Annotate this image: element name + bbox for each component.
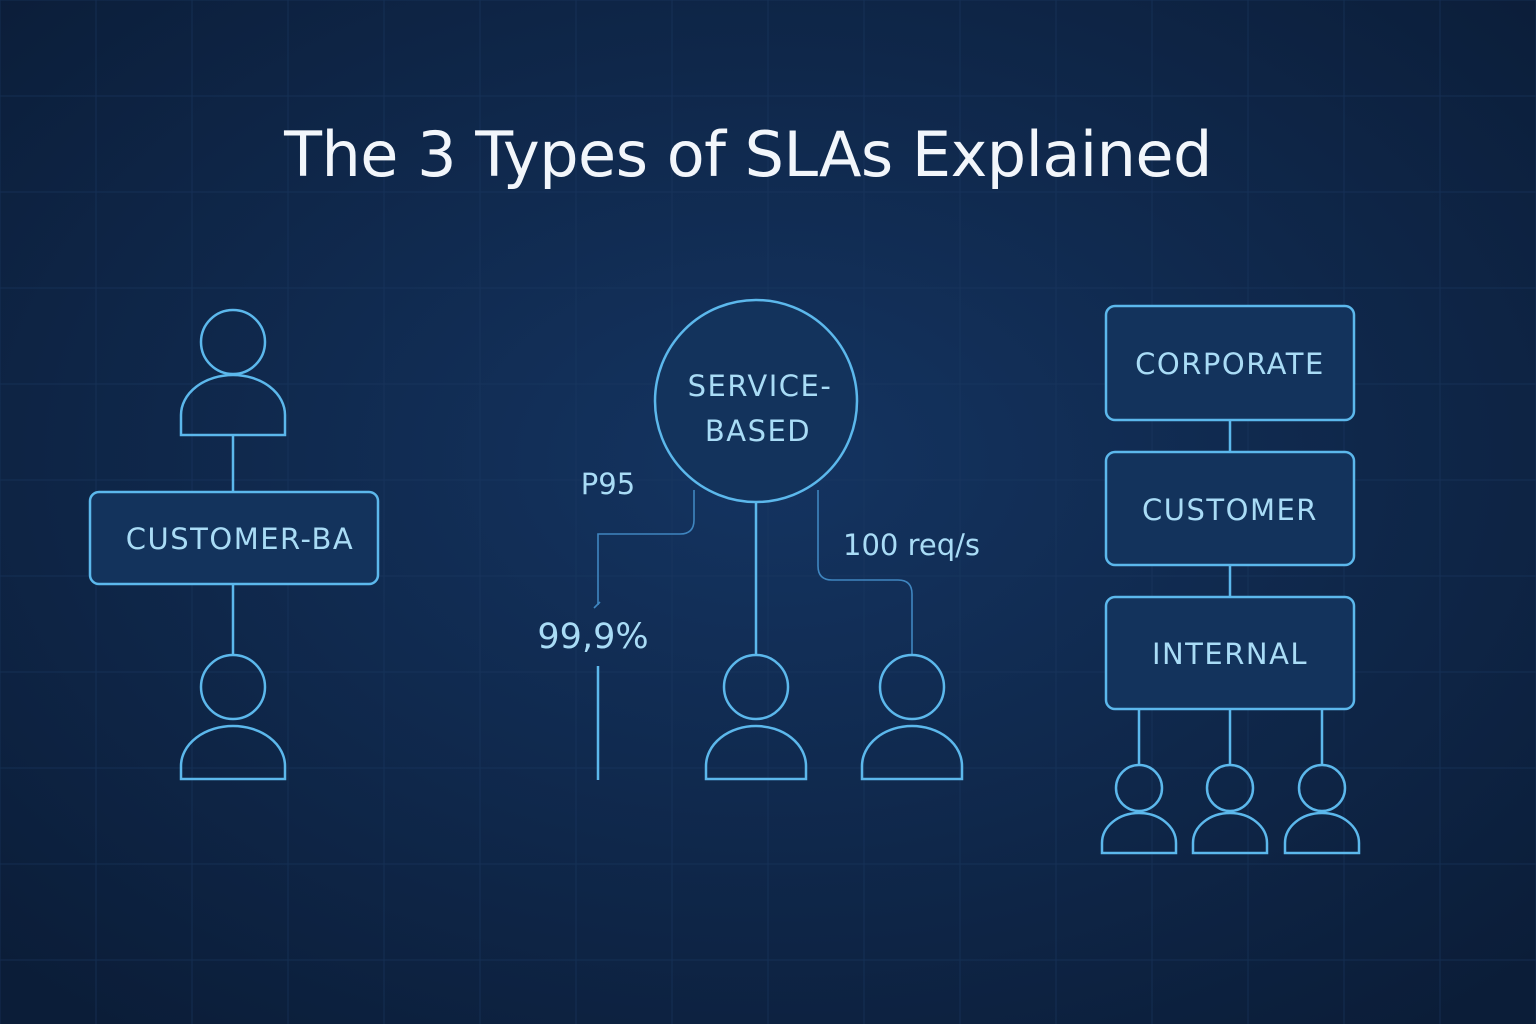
person-icon [1283, 763, 1361, 855]
latency-metric-label: P95 [581, 467, 635, 501]
corporate-level-box [1104, 304, 1356, 422]
service-based-label-line1: SERVICE- [688, 369, 833, 403]
multi-level-group: CORPORATE CUSTOMER INTERNAL [1100, 304, 1361, 855]
customer-based-label: CUSTOMER-BA [126, 522, 354, 556]
person-icon [1191, 763, 1269, 855]
customer-based-box [88, 490, 380, 586]
metric-tick [593, 601, 601, 609]
availability-metric-label: 99,9% [537, 617, 648, 657]
service-based-label-line2: BASED [705, 414, 811, 448]
person-icon [179, 653, 287, 781]
customer-level-label: CUSTOMER [1142, 493, 1318, 527]
throughput-metric-label: 100 req/s [843, 528, 980, 562]
diagram-title: The 3 Types of SLAs Explained [284, 118, 1212, 191]
corporate-level-label: CORPORATE [1135, 347, 1325, 381]
service-based-group: SERVICE- BASED P95 99,9% 100 req/s [537, 298, 980, 781]
metric-connector [817, 490, 913, 654]
person-icon [1100, 763, 1178, 855]
customer-level-box [1104, 450, 1356, 567]
customer-based-group: CUSTOMER-BA [88, 308, 380, 781]
metric-connector [597, 490, 695, 605]
person-icon [860, 653, 964, 781]
person-icon [179, 308, 287, 437]
internal-level-label: INTERNAL [1152, 637, 1308, 671]
person-icon [704, 653, 808, 781]
